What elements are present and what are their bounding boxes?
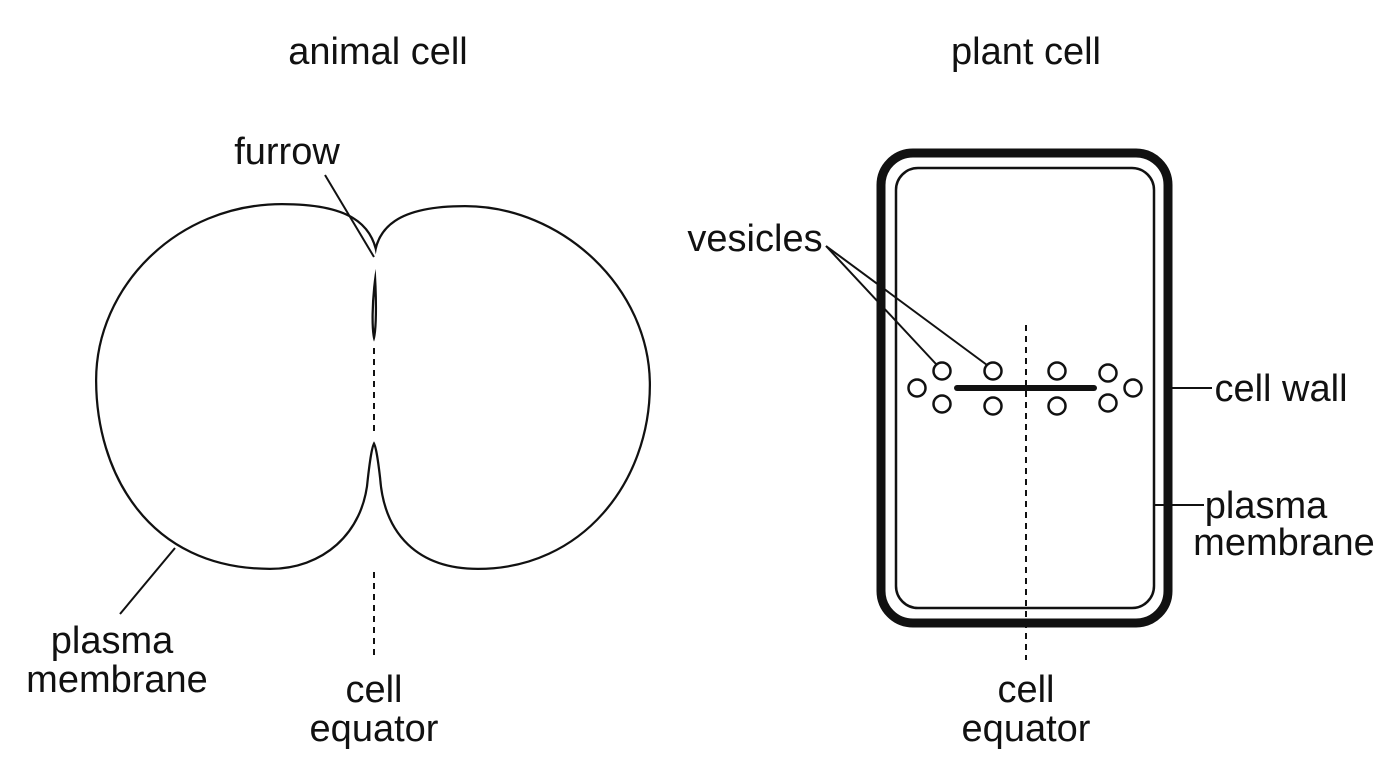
furrow-leader-line — [324, 174, 375, 258]
animal-membrane-leader-line — [119, 547, 176, 615]
plant-cell: plant cell vesicles cell wall — [687, 31, 1374, 750]
plant-cell-membrane — [894, 166, 1156, 610]
animal-cell: animal cell furrow plasma membrane cell … — [26, 31, 651, 750]
vesicle — [983, 361, 1003, 381]
plant-cell-title: plant cell — [951, 31, 1101, 73]
vesicle — [1123, 378, 1143, 398]
plant-equator-label-line2: equator — [962, 708, 1091, 750]
animal-equator-label-line2: equator — [310, 708, 439, 750]
vesicle — [907, 378, 927, 398]
vesicle — [1098, 363, 1118, 383]
plant-membrane-label-line1: plasma — [1205, 485, 1328, 527]
vesicle-group — [907, 361, 1143, 416]
furrow-label: furrow — [234, 131, 340, 173]
vesicles-leader-line-b — [825, 245, 988, 366]
animal-membrane-label-line1: plasma — [51, 620, 174, 662]
vesicle — [1047, 396, 1067, 416]
animal-membrane-label-line2: membrane — [26, 659, 208, 701]
vesicle — [932, 394, 952, 414]
vesicle — [932, 361, 952, 381]
cell-wall-label: cell wall — [1214, 368, 1347, 410]
vesicles-label: vesicles — [687, 218, 822, 260]
animal-cell-title: animal cell — [288, 31, 468, 73]
vesicle — [1098, 393, 1118, 413]
plant-equator-label-line1: cell — [997, 669, 1054, 711]
animal-equator-label-line1: cell — [345, 669, 402, 711]
vesicle — [1047, 361, 1067, 381]
plant-membrane-label-line2: membrane — [1193, 522, 1375, 564]
vesicle — [983, 396, 1003, 416]
vesicles-leader-line-a — [825, 245, 937, 365]
